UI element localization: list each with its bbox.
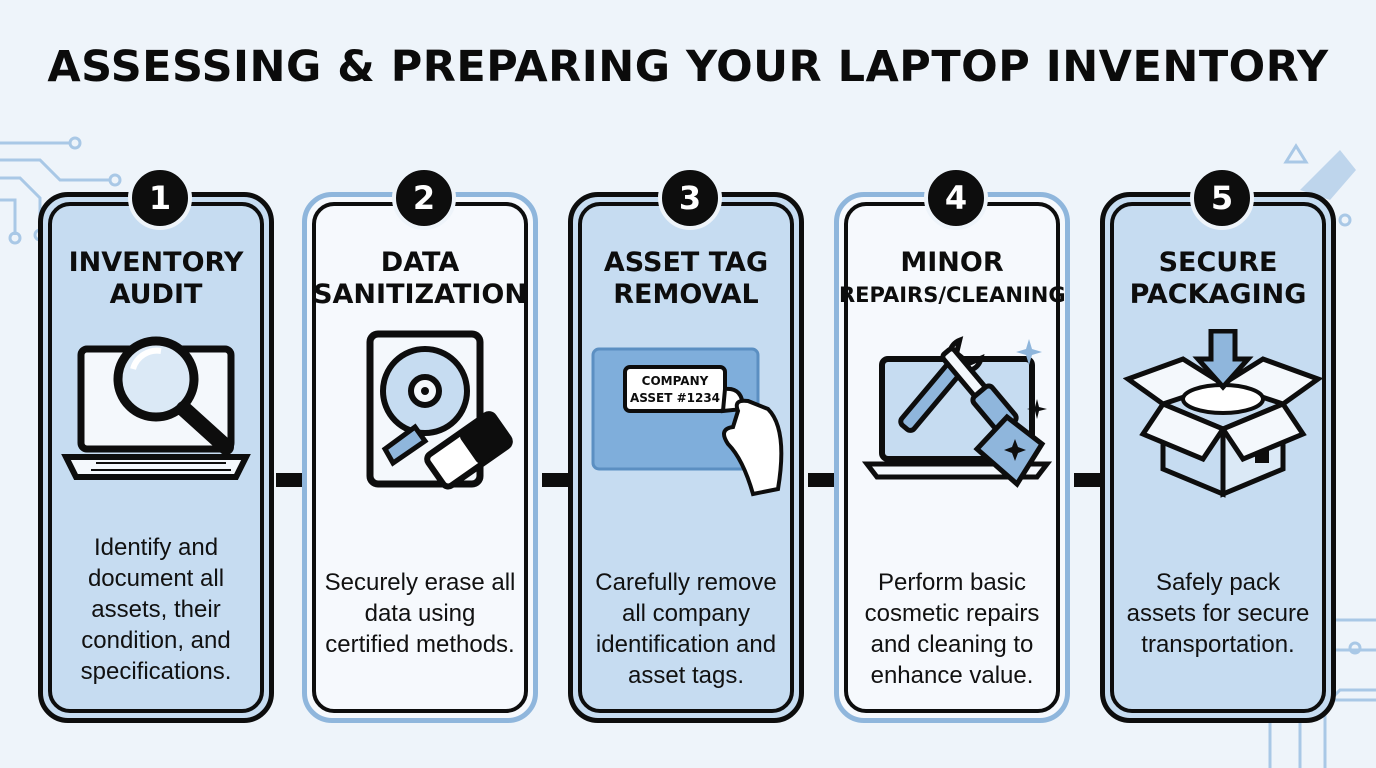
step-number-badge: 3 xyxy=(658,166,722,230)
step-title-line: REMOVAL xyxy=(613,279,759,310)
description-line: certified methods. xyxy=(325,631,515,658)
step-number-badge: 1 xyxy=(128,166,192,230)
step-title-line: INVENTORY xyxy=(68,247,244,278)
step-title: DATA SANITIZATION xyxy=(307,247,533,311)
step-title-line: MINOR xyxy=(900,247,1004,278)
asset-tag-peel-icon: COMPANY ASSET #1234 xyxy=(591,347,784,497)
laptop-magnifier-icon xyxy=(61,336,251,480)
step-description: Safely pack assets for secure transporta… xyxy=(1115,567,1321,660)
description-line: Identify and xyxy=(93,534,219,561)
description-line: data using xyxy=(364,600,476,627)
description-line: condition, and xyxy=(81,627,231,654)
packed-box-icon xyxy=(1123,329,1323,498)
step-description: Identify and document all assets, their … xyxy=(53,532,259,687)
step-title-line: DATA xyxy=(380,247,460,278)
step-card-inventory-audit: 1 INVENTORY AUDIT Identify and document … xyxy=(38,166,274,723)
description-line: all company xyxy=(621,600,751,627)
step-title: SECURE PACKAGING xyxy=(1105,247,1331,311)
step-title-line: PACKAGING xyxy=(1129,279,1307,310)
step-card-data-sanitization: 2 DATA SANITIZATION Securely erase all d… xyxy=(302,166,538,723)
step-number-badge: 2 xyxy=(392,166,456,230)
step-card-secure-packaging: 5 SECURE PACKAGING Safely pack assets fo… xyxy=(1100,166,1336,723)
step-card-minor-repairs-cleaning: 4 MINOR REPAIRS/CLEANING Perform basic c… xyxy=(834,166,1070,723)
description-line: document all xyxy=(87,565,225,592)
description-line: Perform basic xyxy=(877,569,1027,596)
step-title-line: SANITIZATION xyxy=(313,279,527,310)
step-number-badge: 4 xyxy=(924,166,988,230)
step-card-asset-tag-removal: 3 ASSET TAG REMOVAL COMPANY ASSET #1234 … xyxy=(568,166,804,723)
step-title: ASSET TAG REMOVAL xyxy=(573,247,799,311)
description-line: cosmetic repairs xyxy=(864,600,1040,627)
description-line: Securely erase all xyxy=(324,569,516,596)
description-line: assets for secure xyxy=(1126,600,1310,627)
description-line: specifications. xyxy=(80,658,232,685)
step-title-line: ASSET TAG xyxy=(603,247,769,278)
step-description: Perform basic cosmetic repairs and clean… xyxy=(849,567,1055,691)
description-line: and cleaning to xyxy=(870,631,1034,658)
tag-text-line1: COMPANY xyxy=(642,374,709,388)
step-title: MINOR REPAIRS/CLEANING xyxy=(839,247,1066,311)
description-line: identification and xyxy=(595,631,777,658)
step-title-line: AUDIT xyxy=(109,279,203,310)
description-line: asset tags. xyxy=(627,662,745,689)
description-line: enhance value. xyxy=(870,662,1034,689)
description-line: assets, their xyxy=(91,596,221,623)
page-title: ASSESSING & PREPARING YOUR LAPTOP INVENT… xyxy=(47,42,1329,92)
step-title-line: SECURE xyxy=(1158,247,1278,278)
description-line: Safely pack xyxy=(1155,569,1281,596)
step-title: INVENTORY AUDIT xyxy=(43,247,269,311)
step-number-badge: 5 xyxy=(1190,166,1254,230)
description-line: transportation. xyxy=(1141,631,1295,658)
step-description: Securely erase all data using certified … xyxy=(317,567,523,660)
tools-cleaning-icon xyxy=(861,336,1053,488)
tag-text-line2: ASSET #1234 xyxy=(630,391,720,405)
description-line: Carefully remove xyxy=(595,569,777,596)
step-description: Carefully remove all company identificat… xyxy=(583,567,789,691)
step-title-line: REPAIRS/CLEANING xyxy=(839,283,1066,307)
hard-drive-eraser-icon xyxy=(366,330,513,490)
